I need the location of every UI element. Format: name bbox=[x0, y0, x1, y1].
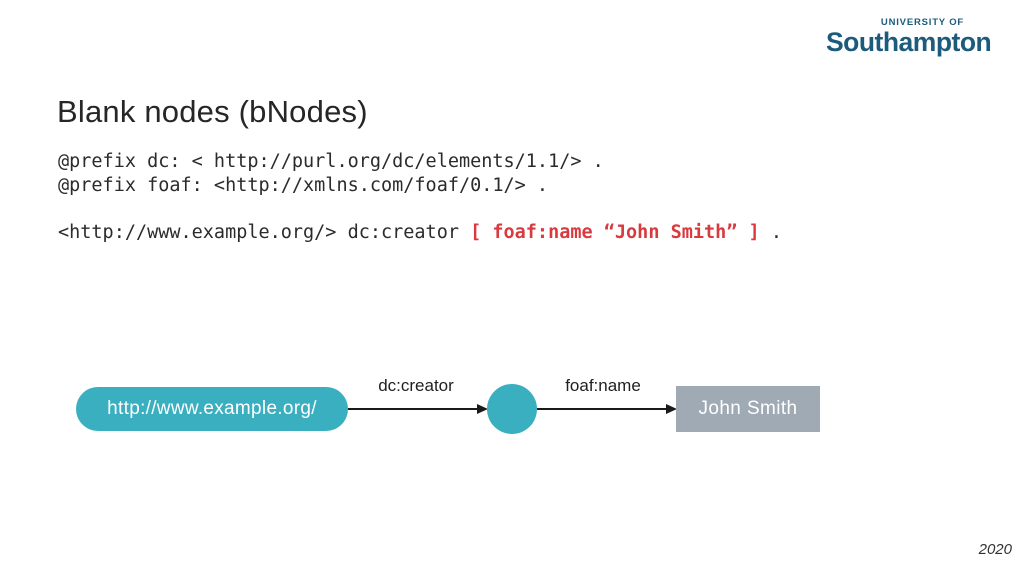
logo-university-of-text: UNIVERSITY OF bbox=[880, 17, 964, 28]
page-title: Blank nodes (bNodes) bbox=[57, 94, 368, 129]
literal-value-node: John Smith bbox=[676, 386, 820, 432]
code-blank-node-highlight: [ foaf:name “John Smith” ] bbox=[470, 221, 760, 243]
literal-value-label: John Smith bbox=[698, 398, 798, 419]
turtle-code-block: @prefix dc: < http://purl.org/dc/element… bbox=[58, 150, 782, 244]
code-line-prefix-foaf: @prefix foaf: <http://xmlns.com/foaf/0.1… bbox=[58, 174, 549, 196]
code-line-prefix-dc: @prefix dc: < http://purl.org/dc/element… bbox=[58, 151, 604, 172]
logo-southampton-text: Southampton bbox=[826, 27, 992, 57]
subject-uri-node: http://www.example.org/ bbox=[76, 387, 348, 431]
foaf-name-arrowhead-icon bbox=[666, 403, 677, 414]
foaf-name-edge-label: foaf:name bbox=[565, 376, 641, 395]
subject-uri-label: http://www.example.org/ bbox=[107, 398, 317, 419]
dc-creator-arrow-line bbox=[348, 408, 478, 410]
blank-node-circle bbox=[487, 384, 537, 434]
university-logo: UNIVERSITY OF Southampton bbox=[826, 17, 992, 57]
footer-year: 2020 bbox=[978, 541, 1012, 558]
foaf-name-arrow-line bbox=[537, 408, 667, 410]
code-line-triple-subject-predicate: <http://www.example.org/> dc:creator bbox=[58, 221, 471, 243]
dc-creator-arrowhead-icon bbox=[477, 403, 488, 414]
code-line-triple-end: . bbox=[759, 221, 782, 243]
dc-creator-edge-label: dc:creator bbox=[378, 376, 454, 395]
